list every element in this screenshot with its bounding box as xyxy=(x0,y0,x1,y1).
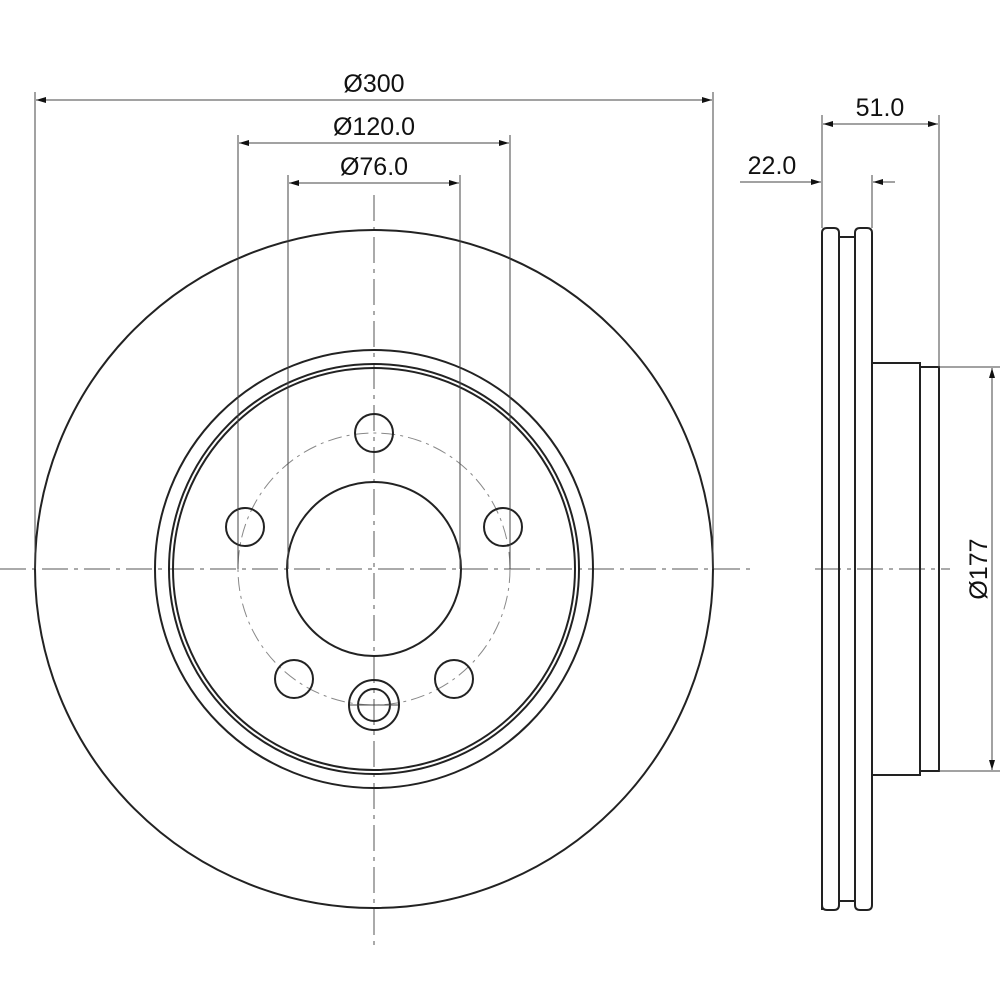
vent-gap xyxy=(839,236,855,902)
bolt-hole xyxy=(354,413,394,453)
hat-step-edge xyxy=(172,367,576,771)
height-label: 51.0 xyxy=(856,94,905,122)
bolt-hole xyxy=(225,507,265,547)
hat-diameter-label: Ø177 xyxy=(965,538,993,599)
side-dimensions: 51.0 22.0 Ø177 xyxy=(740,94,1000,772)
outer-plate-bottom xyxy=(821,904,840,911)
center-bore-label: Ø76.0 xyxy=(340,153,408,181)
bolt-hole xyxy=(483,507,523,547)
center-bore xyxy=(286,481,462,657)
bolt-circle-label: Ø120.0 xyxy=(333,113,415,141)
side-view xyxy=(815,227,950,911)
friction-ring-inner-edge xyxy=(154,349,594,789)
thickness-label: 22.0 xyxy=(748,152,797,180)
locating-hole-outer xyxy=(348,679,400,731)
front-view xyxy=(0,195,750,945)
outer-friction-plate xyxy=(821,227,840,910)
bolt-hole xyxy=(274,659,314,699)
hat-outer-edge xyxy=(168,363,580,775)
outer-diameter-label: Ø300 xyxy=(343,70,404,98)
hat-mounting-face xyxy=(920,366,940,772)
inner-friction-plate xyxy=(854,227,873,911)
hat-section xyxy=(872,362,921,776)
front-dimensions: Ø300 Ø120.0 Ø76.0 xyxy=(34,70,714,569)
bolt-hole xyxy=(434,659,474,699)
